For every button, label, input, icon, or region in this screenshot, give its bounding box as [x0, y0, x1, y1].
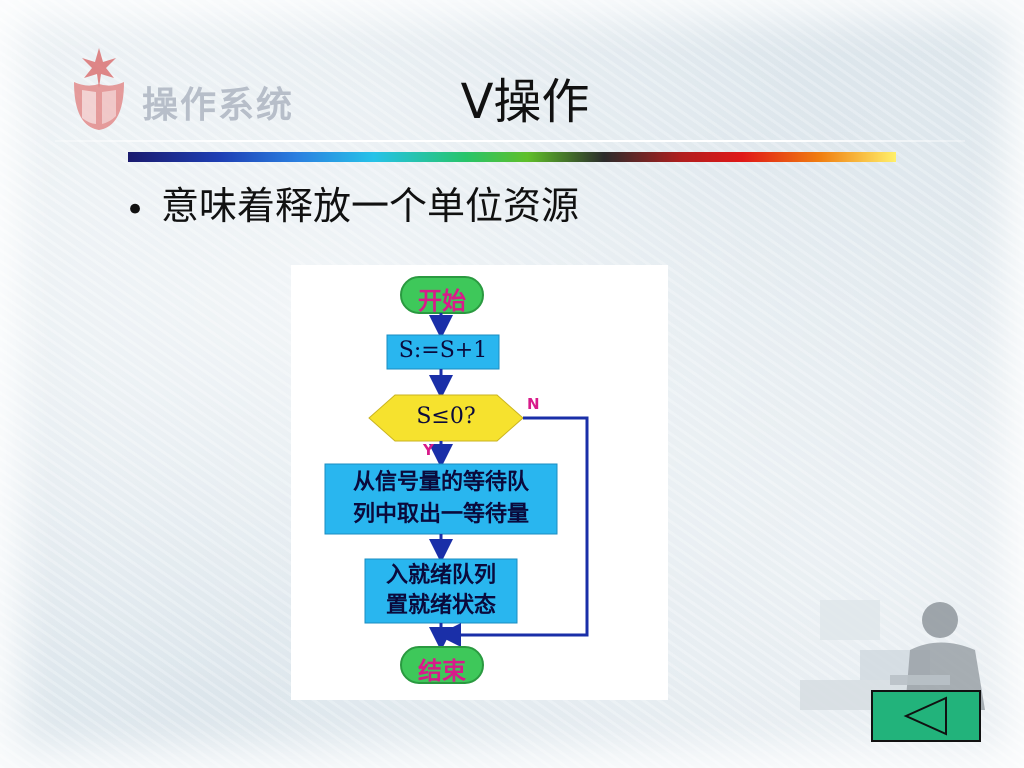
triangle-left-icon	[903, 696, 947, 736]
dequeue-node-shape	[324, 463, 558, 535]
assign-node-label: S:=S+1	[398, 338, 488, 363]
assign-node-shape	[386, 334, 500, 370]
ready-node-label-line1: 入就绪队列	[385, 563, 496, 588]
dequeue-node-label-line2: 列中取出一等待量	[352, 502, 529, 527]
bullet-text: 意味着释放一个单位资源	[161, 184, 580, 228]
arrow-no-branch	[437, 416, 589, 647]
flowchart-shapes	[324, 276, 589, 684]
flowchart: 开始 S:=S+1 S≤0? 从信号量的等待队 列中取出一等待量 入就绪队列 置…	[291, 265, 668, 700]
ready-node-label-line2: 置就绪状态	[385, 593, 496, 618]
rainbow-rule	[128, 152, 896, 162]
end-node-shape	[400, 646, 484, 684]
brand-logo	[74, 48, 124, 130]
end-node-label: 结束	[418, 657, 466, 685]
yes-branch-label: Y	[423, 441, 434, 459]
header-divider	[55, 140, 965, 142]
back-button[interactable]	[871, 690, 981, 742]
bullet-dot-icon: •	[125, 190, 146, 230]
dequeue-node-label-line1: 从信号量的等待队	[352, 470, 529, 495]
no-branch-label: N	[527, 395, 540, 413]
decision-node-label: S≤0?	[416, 404, 476, 429]
brand-name: 操作系统	[142, 85, 295, 126]
slide-title: V操作	[460, 74, 590, 130]
start-node-label: 开始	[418, 287, 466, 315]
